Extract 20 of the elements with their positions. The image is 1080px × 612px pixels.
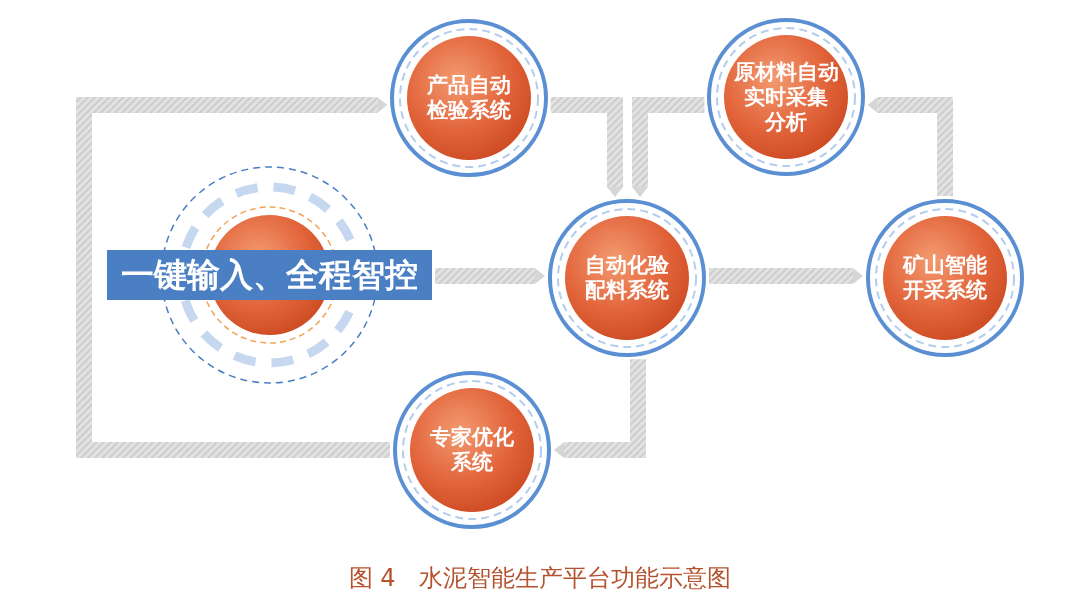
system-circle: [866, 199, 1024, 357]
system-circle: [548, 199, 706, 357]
system-name: 专家优化系统: [430, 425, 514, 475]
figure-caption: 图 4 水泥智能生产平台功能示意图: [347, 563, 733, 594]
flow-arrow: [709, 268, 864, 284]
hub-circle: [107, 165, 432, 385]
flow-arrow: [76, 97, 390, 458]
flow-arrow: [554, 359, 646, 458]
system-name: 矿山智能开采系统: [903, 253, 987, 303]
flow-arrow: [632, 97, 705, 198]
system-name: 产品自动检验系统: [427, 73, 511, 123]
system-circle: [707, 18, 865, 176]
flow-arrow: [435, 268, 546, 284]
system-name: 原材料自动实时采集分析: [733, 59, 839, 135]
flow-arrow: [867, 97, 953, 196]
system-circle: [393, 371, 551, 529]
flow-arrow: [550, 97, 623, 197]
title-banner: 一键输入、全程智控: [107, 250, 432, 300]
system-circle: [390, 19, 548, 177]
system-name: 自动化验配料系统: [585, 253, 669, 303]
